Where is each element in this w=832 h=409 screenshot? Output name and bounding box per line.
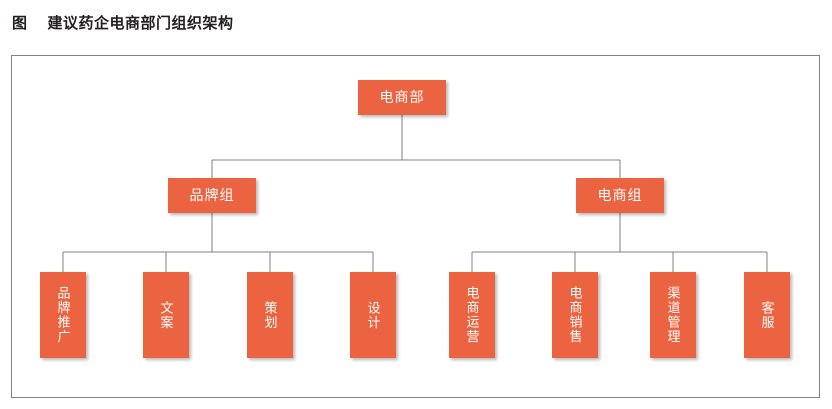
figure-title-text: 建议药企电商部门组织架构: [47, 15, 234, 32]
figure-title: 图 建议药企电商部门组织架构: [12, 12, 234, 33]
org-node-root-label: 电商部: [379, 89, 425, 106]
org-node-leaf-ecom-sales[interactable]: 电商销售: [552, 272, 598, 358]
org-node-leaf-customer-service-label: 客服: [759, 300, 775, 330]
org-node-leaf-copywriting-label: 文案: [158, 300, 174, 330]
org-node-leaf-customer-service[interactable]: 客服: [744, 272, 790, 358]
org-node-group-brand-label: 品牌组: [189, 187, 235, 204]
org-node-leaf-brand-promotion-label: 品牌推广: [55, 286, 71, 344]
org-node-leaf-channel-management-label: 渠道管理: [665, 286, 681, 344]
org-node-leaf-ecom-operations[interactable]: 电商运营: [449, 272, 495, 358]
org-node-leaf-design[interactable]: 设计: [350, 272, 396, 358]
org-node-group-ecom[interactable]: 电商组: [576, 178, 664, 213]
org-node-group-brand[interactable]: 品牌组: [168, 178, 256, 213]
org-node-leaf-channel-management[interactable]: 渠道管理: [650, 272, 696, 358]
org-node-leaf-ecom-operations-label: 电商运营: [464, 286, 480, 344]
org-node-leaf-planning[interactable]: 策划: [247, 272, 293, 358]
org-node-root[interactable]: 电商部: [358, 80, 446, 115]
org-node-leaf-planning-label: 策划: [262, 300, 278, 330]
org-node-group-ecom-label: 电商组: [597, 187, 643, 204]
figure-label: 图: [12, 15, 28, 32]
org-node-leaf-copywriting[interactable]: 文案: [143, 272, 189, 358]
org-node-leaf-ecom-sales-label: 电商销售: [567, 286, 583, 344]
org-node-leaf-design-label: 设计: [365, 300, 381, 330]
org-node-leaf-brand-promotion[interactable]: 品牌推广: [40, 272, 86, 358]
